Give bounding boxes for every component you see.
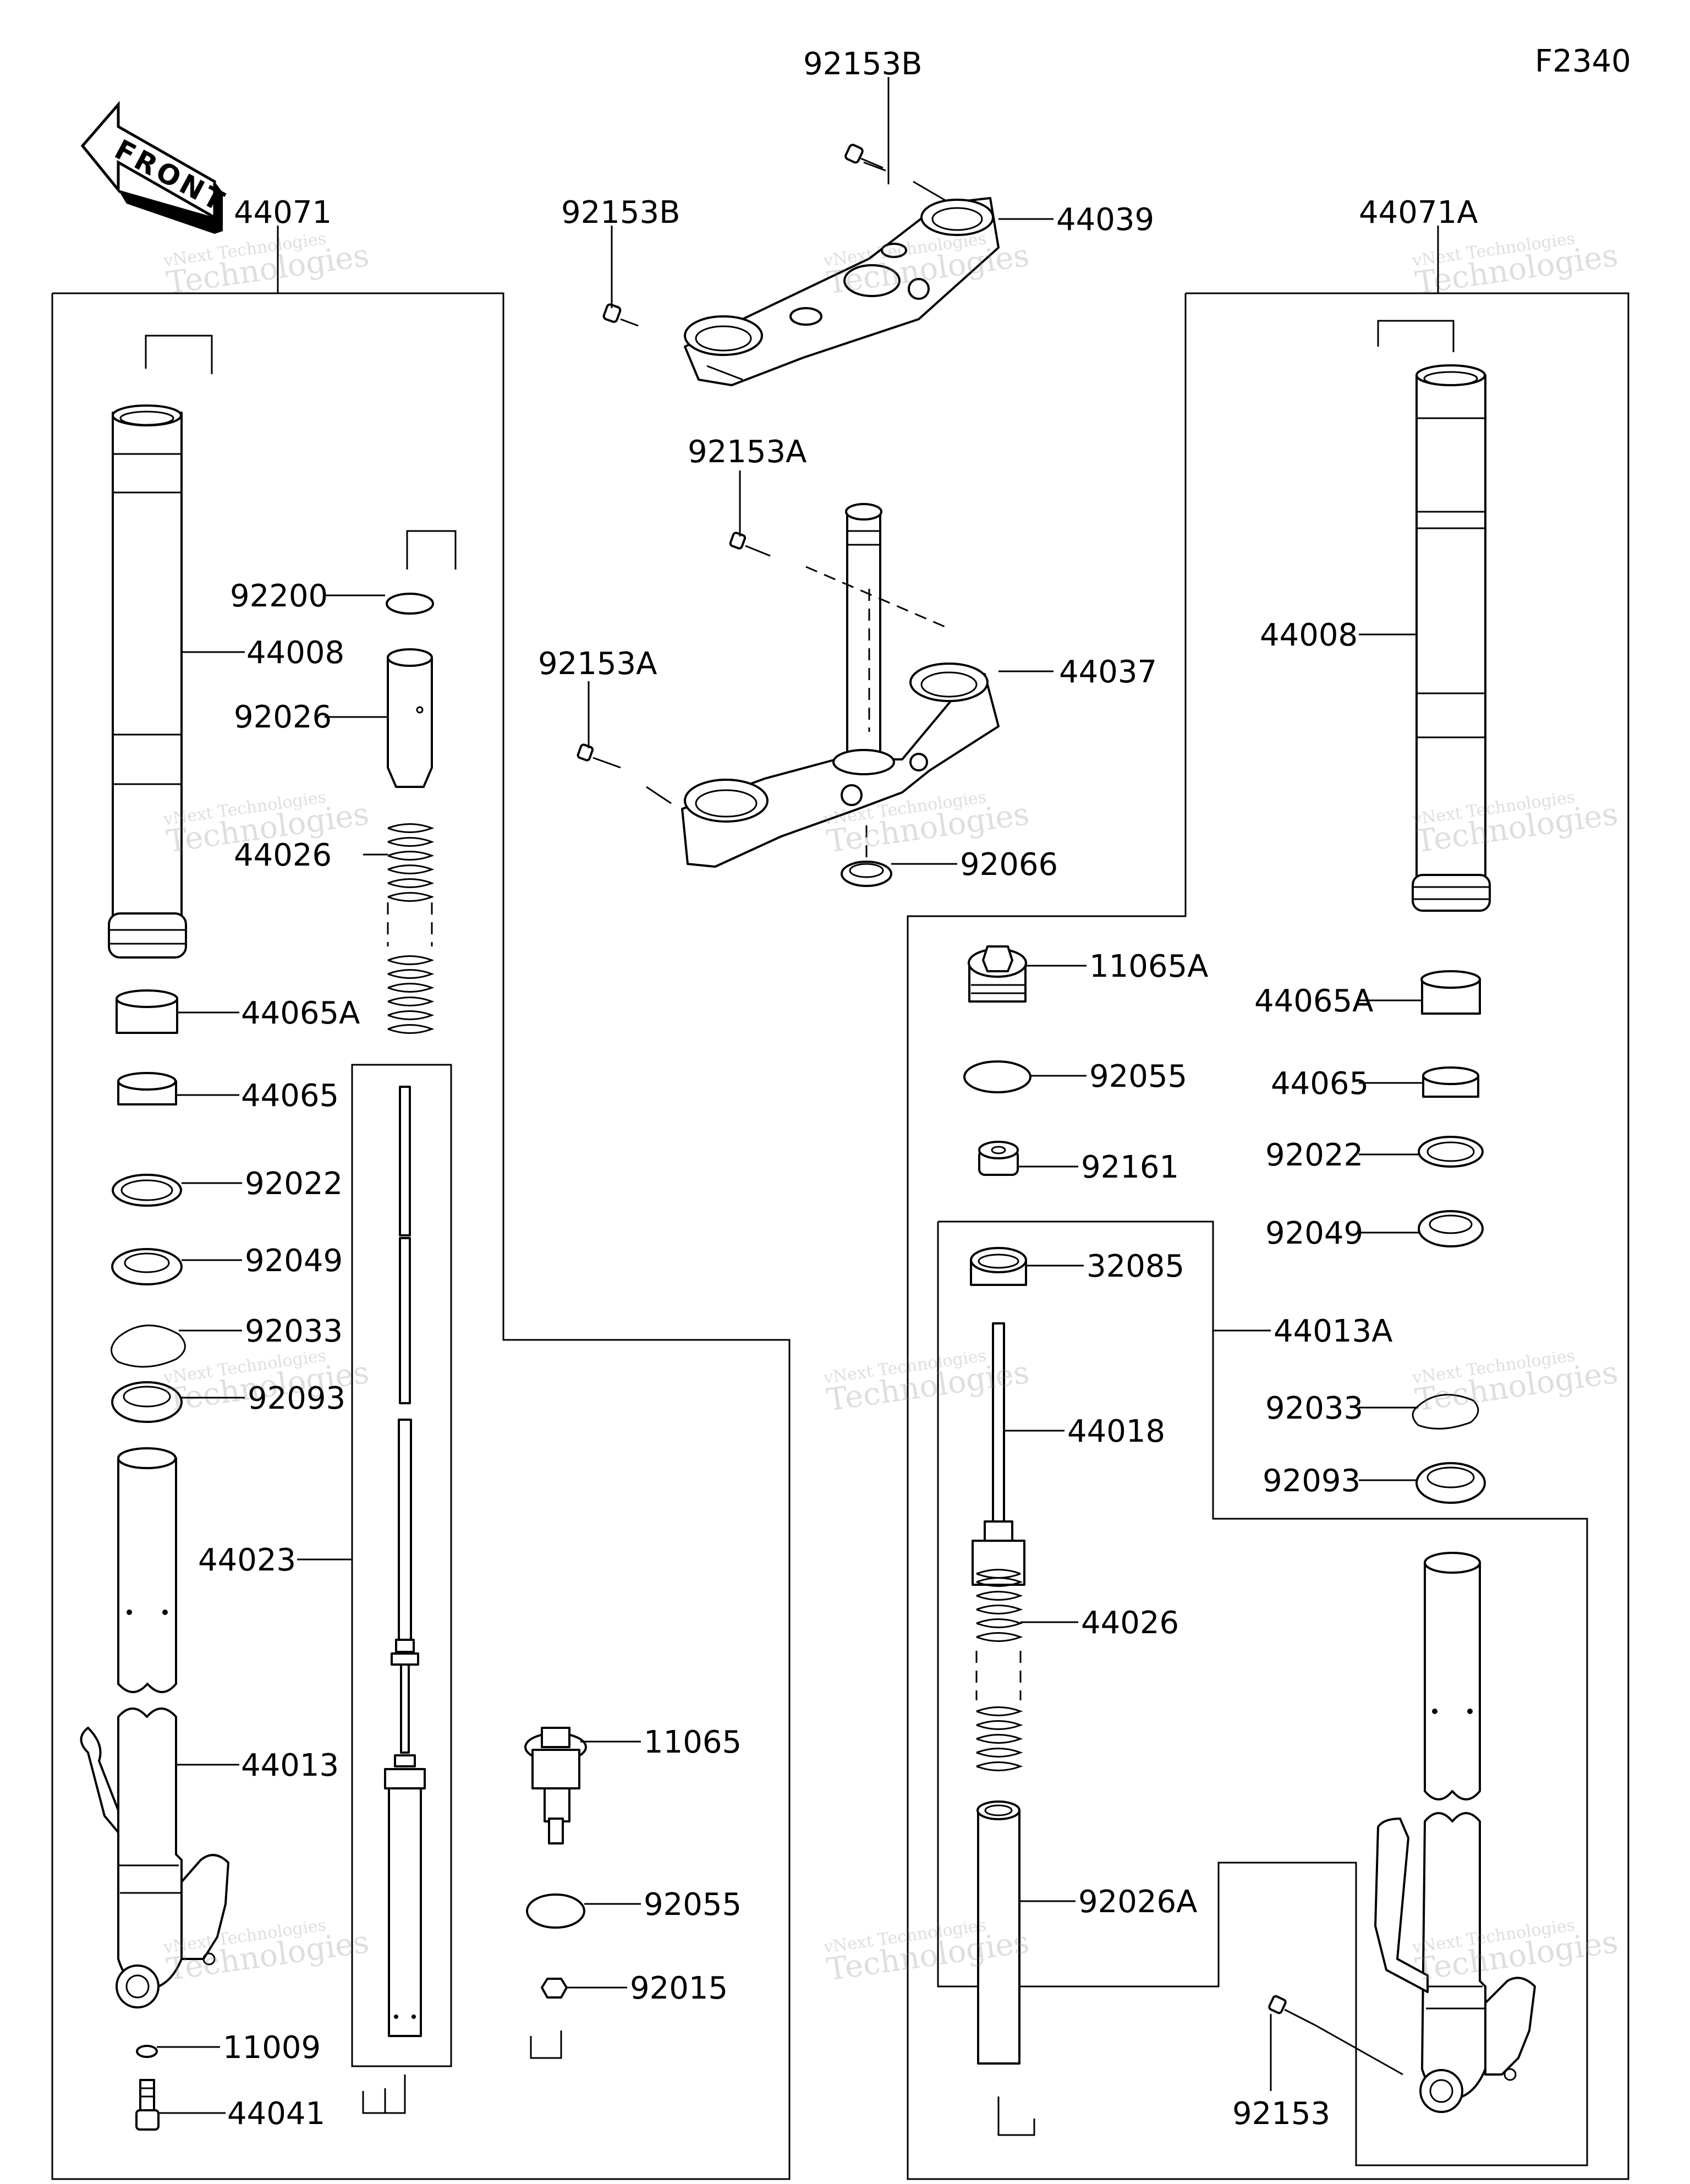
label-44023: 44023 [198,1542,296,1578]
label-92026A: 92026A [1078,1884,1197,1920]
label-92049-left: 92049 [245,1243,343,1279]
label-92153A-top: 92153A [688,434,806,470]
label-44013: 44013 [241,1748,339,1783]
label-44065-left: 44065 [241,1078,339,1114]
bolt-92153A-left [577,743,621,769]
label-92033-left: 92033 [245,1313,343,1349]
label-92153B-left: 92153B [561,195,681,231]
front-arrow-icon: FRONT [80,101,232,234]
label-44065A-left: 44065A [241,995,360,1031]
lower-bracket-44037 [681,503,1000,868]
label-92055-mid: 92055 [644,1887,742,1923]
bolt-92153B-left [602,303,639,327]
leader-lines [157,77,1439,2114]
label-92022-right: 92022 [1265,1137,1363,1173]
collar-92161 [978,1141,1019,1176]
label-44026-right: 44026 [1081,1605,1179,1641]
bolt-44041 [135,2079,160,2131]
cap-bolt-11065A [968,945,1027,1003]
washer-92022-left [112,1174,182,1207]
label-92200: 92200 [230,578,328,614]
label-44065-right: 44065 [1271,1066,1369,1102]
label-11065: 11065 [644,1725,742,1760]
label-11065A: 11065A [1089,949,1208,984]
washer-92200 [386,593,434,615]
label-44071: 44071 [234,195,332,231]
o-ring-92055-mid [526,1893,585,1929]
label-92055-right: 92055 [1089,1059,1187,1094]
label-92093-right: 92093 [1263,1463,1360,1499]
oil-seal-92049-right [1418,1210,1484,1247]
label-92153: 92153 [1232,2096,1330,2132]
adjuster-11065 [524,1727,587,1844]
dust-seal-92093-left [111,1381,183,1423]
label-92066: 92066 [960,847,1058,883]
label-11009: 11009 [223,2030,321,2066]
label-44039: 44039 [1056,202,1154,238]
right-assembly-box [907,292,1629,2180]
seal-92066 [841,861,892,887]
circlip-92033-right [1412,1394,1479,1430]
bush-44065A-left [116,989,178,1034]
spacer-92026 [387,648,433,788]
cartridge-92026A [976,1800,1020,2065]
label-44065A-right: 44065A [1254,983,1373,1019]
piston-32085 [970,1247,1027,1286]
label-44008-right: 44008 [1260,617,1358,653]
label-92022-left: 92022 [245,1166,343,1202]
dust-seal-92093-right [1415,1462,1486,1504]
inner-tube-left [117,1447,177,1693]
outer-tube-box [937,1220,1588,2166]
bolt-92153 [1268,1995,1403,2076]
label-44037: 44037 [1059,654,1157,690]
circlip-92033-left [111,1324,186,1368]
left-assembly-box [51,292,791,2180]
label-44026-left: 44026 [234,838,332,873]
fork-spring-right [975,1569,1023,1771]
label-92153A-left: 92153A [538,646,657,682]
label-92033-right: 92033 [1265,1391,1363,1426]
label-44071A: 44071A [1359,195,1478,231]
label-92153B-top: 92153B [803,46,923,82]
damper-rod-44023 [384,1086,426,2037]
washer-11009 [136,2045,158,2058]
fork-tube-left [108,404,187,959]
label-92093-left: 92093 [248,1381,345,1416]
label-44008-left: 44008 [246,635,344,671]
label-44013A: 44013A [1274,1313,1392,1349]
fork-leg-44013A [1374,1812,1536,2113]
label-44041: 44041 [227,2096,325,2132]
nut-92015 [541,1978,568,1999]
bolt-92153B-top [844,144,886,172]
fork-leg-44013 [80,1707,229,2008]
bush-44065A-right [1420,970,1481,1015]
label-32085: 32085 [1087,1249,1184,1284]
fork-tube-right [1412,364,1491,912]
bolt-92153A-top [729,532,771,557]
label-92161: 92161 [1081,1150,1179,1185]
bush-44065-right [1422,1066,1479,1098]
label-92015: 92015 [630,1970,728,2006]
damper-rod-box [351,1064,452,2067]
oil-seal-92049-left [111,1248,183,1285]
upper-bracket-44039 [684,197,1000,386]
label-44018: 44018 [1067,1414,1165,1449]
part-labels: 92153B 44039 92153B 92153A 44037 92153A … [198,46,1478,2132]
inner-tube-right [1424,1552,1481,1800]
label-92026: 92026 [234,699,332,735]
fork-spring-left [387,823,435,1034]
rod-44018 [972,1322,1025,1586]
figure-code: F2340 [1535,43,1631,79]
o-ring-92055-right [963,1060,1031,1093]
bush-44065-left [117,1072,177,1105]
label-92049-right: 92049 [1265,1216,1363,1251]
